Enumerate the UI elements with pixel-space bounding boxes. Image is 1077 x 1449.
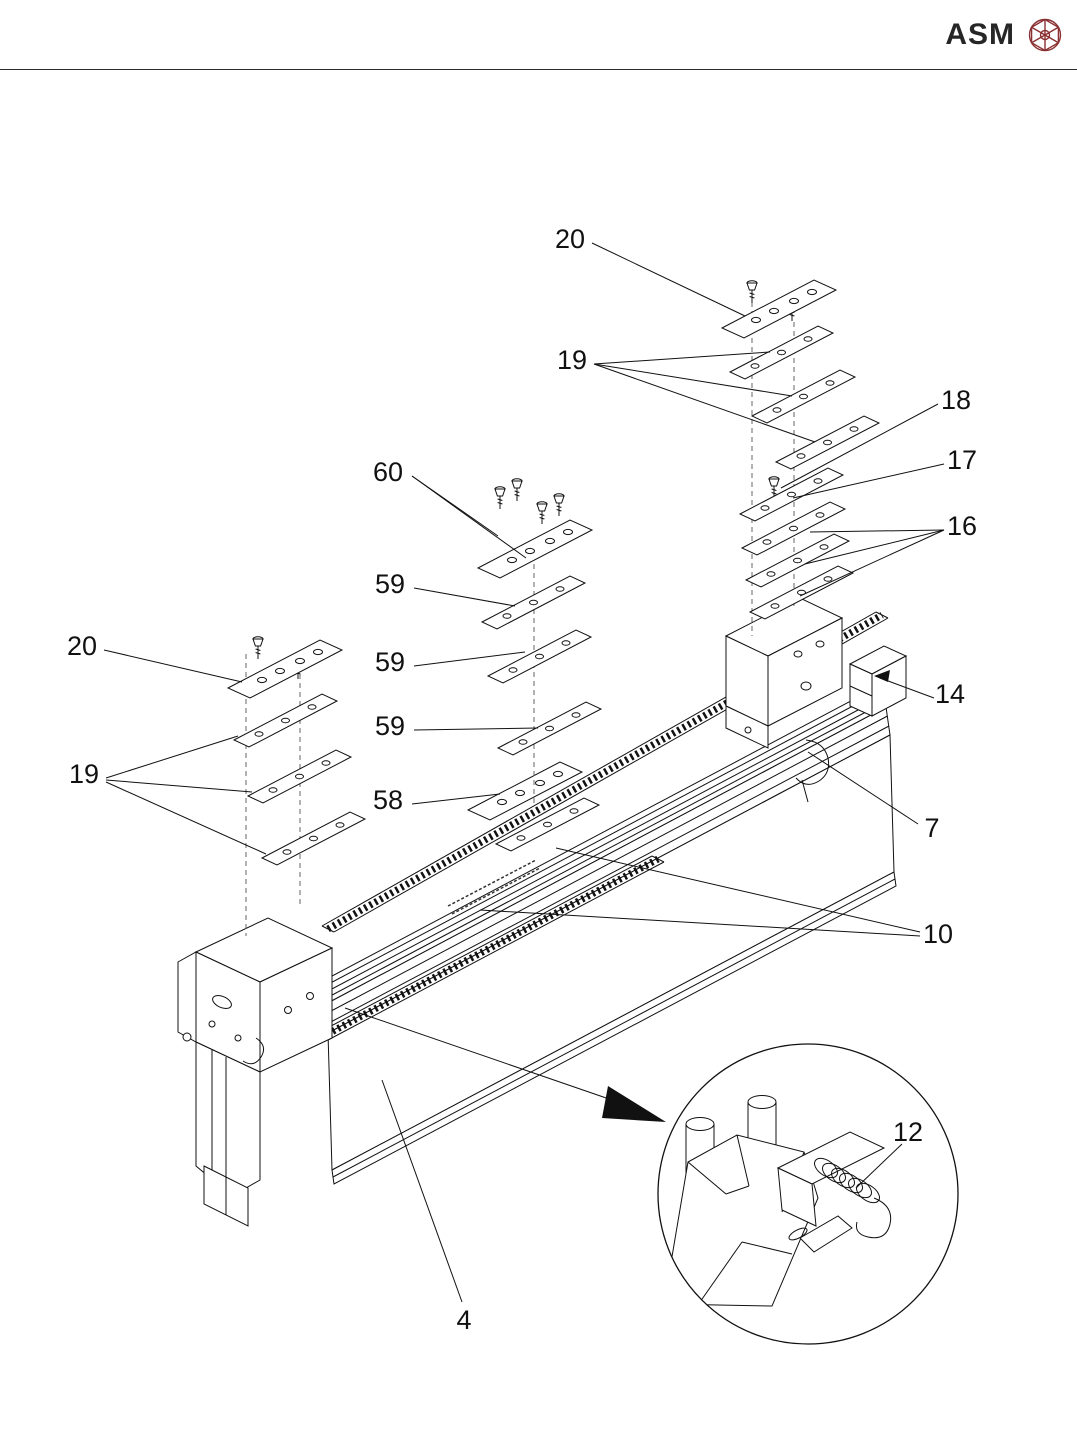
screw-part-60	[511, 478, 523, 502]
callout-7: 7	[924, 813, 939, 843]
page-header: ASM	[0, 0, 1077, 70]
screw-part-20	[746, 280, 758, 304]
detail-view-arrow	[344, 1007, 666, 1122]
leader-lines	[103, 242, 945, 1303]
callout-18: 18	[941, 385, 971, 415]
left-end-bracket	[177, 917, 334, 1227]
exploded-stack-left	[227, 636, 366, 866]
plate-part-19	[751, 369, 856, 424]
screw-part-60	[553, 493, 565, 517]
plate-part-20	[227, 639, 343, 699]
callout-59-1: 59	[375, 569, 405, 599]
rail-label-strip	[447, 859, 541, 915]
detail-circle	[657, 1043, 959, 1345]
plate-part-19	[775, 415, 880, 470]
right-end-bracket	[724, 597, 844, 803]
asm-crystal-icon	[1028, 18, 1062, 51]
plate-part-60	[477, 519, 593, 579]
plate-part-19	[247, 749, 352, 804]
plate-part-59	[487, 629, 592, 684]
callout-60: 60	[373, 457, 403, 487]
exploded-stack-middle	[477, 478, 602, 756]
screw-part-60	[494, 486, 506, 510]
callout-16: 16	[947, 511, 977, 541]
screw-part-60	[536, 501, 548, 525]
screw-part-20	[252, 636, 264, 660]
main-assembly	[177, 597, 908, 1227]
callout-14: 14	[935, 679, 965, 709]
rail-beam	[298, 694, 897, 1185]
callout-59-3: 59	[375, 711, 405, 741]
asm-logo-text: ASM	[945, 17, 1015, 51]
stopper-block-part-14	[848, 645, 908, 717]
spring-hook-part-7	[795, 739, 830, 785]
callout-4: 4	[456, 1305, 471, 1335]
callout-19-top: 19	[557, 345, 587, 375]
callout-10: 10	[923, 919, 953, 949]
callout-59-2: 59	[375, 647, 405, 677]
plate-part-19	[233, 693, 338, 748]
plate-part-19	[261, 811, 366, 866]
exploded-stack-right	[721, 279, 880, 620]
callout-17: 17	[947, 445, 977, 475]
callout-19-left: 19	[69, 759, 99, 789]
coil-spring-part-12	[814, 1157, 892, 1239]
callout-12: 12	[893, 1117, 923, 1147]
callout-20-top: 20	[555, 224, 585, 254]
callouts: 20 19 18 17 16 60 59 59 59 58 20 19 14 7…	[67, 224, 977, 1335]
callout-20-left: 20	[67, 631, 97, 661]
callout-58: 58	[373, 785, 403, 815]
